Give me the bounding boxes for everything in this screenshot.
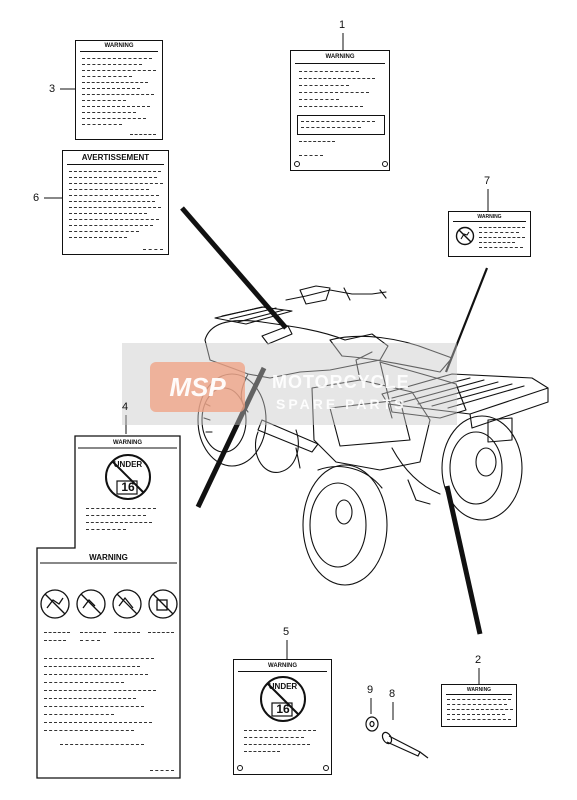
callout-7: 7 xyxy=(484,175,491,187)
label-6-avertissement: AVERTISSEMENT xyxy=(62,150,169,255)
watermark-text-line2: SPARE PARTS xyxy=(276,396,407,412)
watermark-logo: MSP xyxy=(150,362,245,412)
callout-9: 9 xyxy=(367,684,374,696)
label-4-lower-title: WARNING xyxy=(89,553,128,562)
label-4-under-text: UNDER xyxy=(113,460,143,469)
callout-6: 6 xyxy=(33,192,40,204)
label-5-under-text: UNDER xyxy=(268,682,298,691)
label-1-title: WARNING xyxy=(325,54,355,60)
under-16-prohibition-icon xyxy=(260,676,306,722)
label-3-warning: WARNING xyxy=(75,40,163,140)
label-6-title: AVERTISSEMENT xyxy=(81,153,150,162)
no-passenger-icon xyxy=(455,226,475,246)
callout-4: 4 xyxy=(122,401,129,413)
callout-1: 1 xyxy=(339,19,346,31)
label-7-warning: WARNING xyxy=(448,211,531,257)
label-4-upper-title: WARNING xyxy=(113,440,142,446)
callout-3: 3 xyxy=(49,83,56,95)
label-2-warning: WARNING xyxy=(441,684,517,727)
label-2-title: WARNING xyxy=(466,687,492,693)
label-4-under-16-icon xyxy=(105,454,151,500)
label-5-warning-under-16: WARNING UNDER 16 xyxy=(233,659,332,775)
watermark-text-line1: MOTORCYCLE xyxy=(272,372,410,392)
label-3-title: WARNING xyxy=(104,43,134,49)
label-1-warning: WARNING xyxy=(290,50,390,171)
label-5-title: WARNING xyxy=(268,663,297,669)
label-4-age-text: 16 xyxy=(121,480,135,494)
label-5-age-text: 16 xyxy=(276,702,290,716)
callout-2: 2 xyxy=(475,654,482,666)
label-4-pictograms xyxy=(40,589,178,619)
label-7-title: WARNING xyxy=(477,214,502,220)
callout-8: 8 xyxy=(389,688,396,700)
callout-5: 5 xyxy=(283,626,290,638)
